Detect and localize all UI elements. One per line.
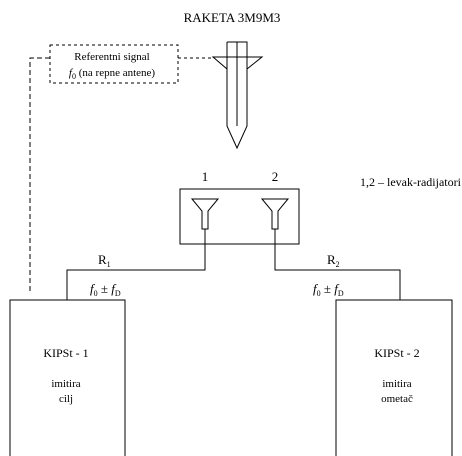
horn-antenna-1-icon	[190, 198, 220, 230]
kipst-2-box: KIPSt - 2 imitira ometač	[335, 299, 453, 456]
reference-signal-line1: Referentni signal	[74, 51, 149, 63]
radiator-box	[179, 188, 300, 245]
kipst-1-box: KIPSt - 1 imitira cilj	[9, 299, 126, 456]
reference-signal-line2: f0 (na repne antene)	[69, 67, 155, 81]
missile-title: RAKETA 3M9M3	[184, 10, 281, 25]
missile-icon	[211, 41, 264, 150]
feed-line-r1	[66, 229, 206, 300]
reference-signal-box: Referentni signal f0 (na repne antene)	[49, 44, 179, 84]
r2-label: R2	[327, 252, 340, 269]
freq-label-right: f0 ± fD	[313, 281, 344, 298]
horn-antenna-2-icon	[260, 198, 290, 230]
reference-feed-line	[29, 57, 50, 292]
kipst-1-line2: cilj	[59, 393, 73, 405]
radiator-label-2: 2	[272, 169, 279, 184]
r1-label: R1	[98, 252, 111, 269]
freq-label-left: f0 ± fD	[90, 281, 121, 298]
kipst-2-title: KIPSt - 2	[374, 346, 419, 360]
kipst-2-line2: ometač	[381, 393, 413, 405]
feed-line-r2	[274, 229, 401, 300]
radiator-label-1: 1	[202, 169, 209, 184]
radiator-legend: 1,2 – levak-radijatori	[360, 175, 462, 189]
kipst-2-line1: imitira	[382, 378, 411, 390]
kipst-1-line1: imitira	[51, 378, 80, 390]
kipst-1-title: KIPSt - 1	[43, 346, 88, 360]
